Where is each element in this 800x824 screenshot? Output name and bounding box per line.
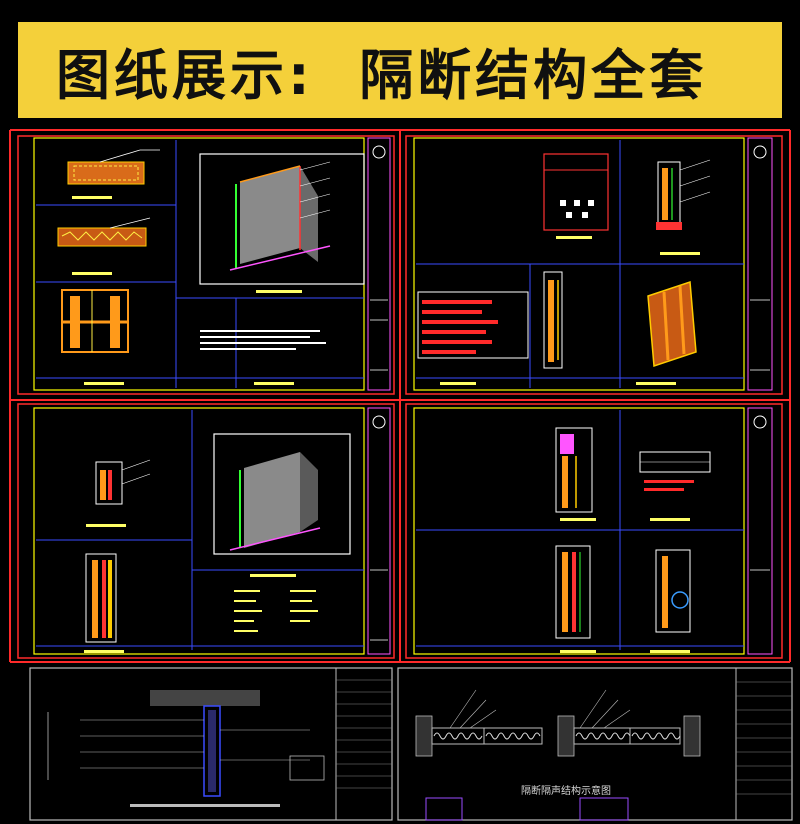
sheet-bottom-right: 隔断隔声结构示意图 — [397, 667, 793, 821]
sheet-bottom-left — [29, 667, 393, 821]
sheet-middle-right — [405, 403, 783, 659]
bottom-right-caption: 隔断隔声结构示意图 — [521, 784, 611, 797]
sheet-top-left — [17, 135, 395, 395]
banner-title: 图纸展示: 隔断结构全套 — [56, 43, 708, 107]
title-banner: 图纸展示: 隔断结构全套 — [18, 22, 782, 118]
sheet-dividers — [9, 129, 791, 663]
sheet-middle-left — [17, 403, 395, 659]
sheet-top-right — [405, 135, 783, 395]
